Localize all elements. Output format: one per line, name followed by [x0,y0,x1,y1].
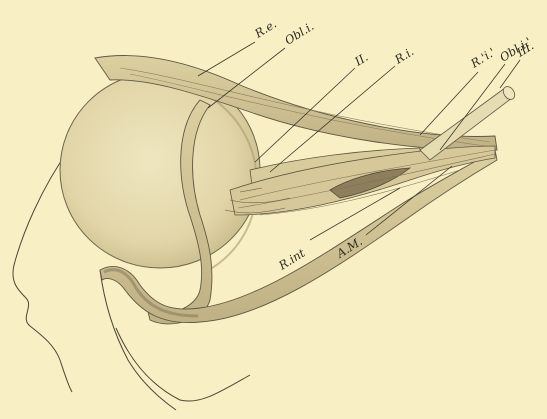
label-rectus-externus: R.e. [251,17,279,41]
label-optic-nerve: II. [351,50,370,69]
label-rectus-inferior-2: R.'i.' [467,45,497,71]
leader-third-nerve [500,60,520,88]
label-rectus-inferior: R.i. [391,44,416,67]
leader-rectus-externus [198,42,255,76]
label-obliquus-inferior: Obl.i. [282,19,316,48]
lower-outline [116,328,250,401]
